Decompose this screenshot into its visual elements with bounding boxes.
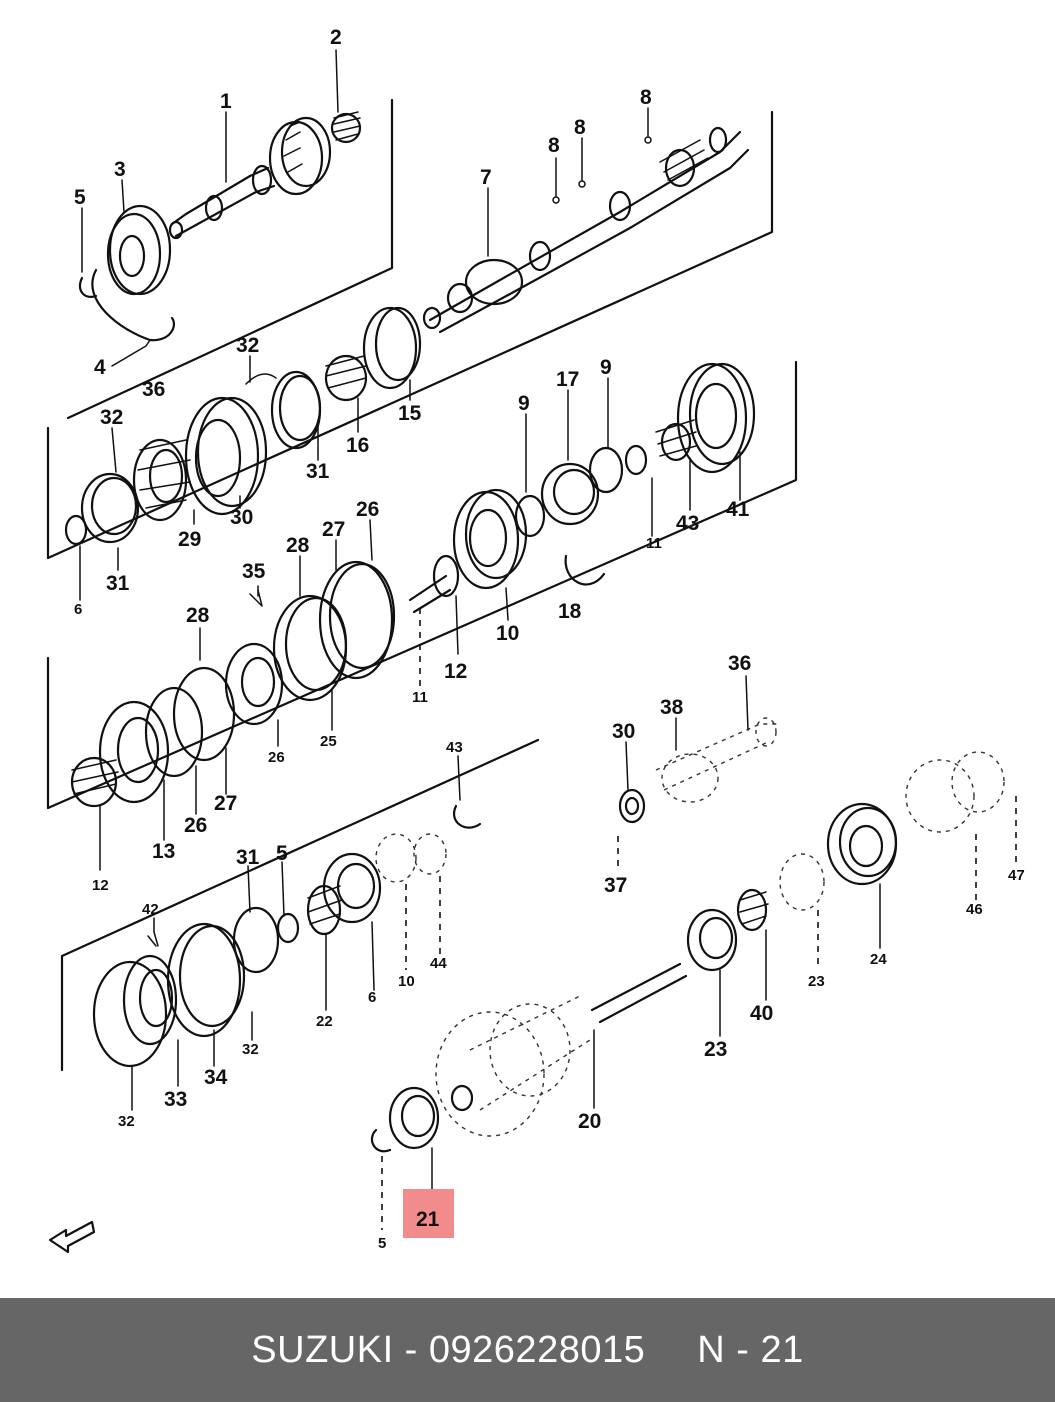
callout-label: 5 [378, 1235, 386, 1252]
output-shaft-group [370, 751, 1005, 1153]
callout-label: 17 [556, 368, 579, 391]
callout-label: 27 [322, 518, 345, 541]
callout-label: 29 [178, 528, 201, 551]
callout-label: 9 [600, 356, 612, 379]
leader-lines [79, 49, 1017, 1230]
callout-label: 10 [496, 622, 519, 645]
callout-label: 5 [74, 186, 86, 209]
callout-label: 7 [480, 166, 492, 189]
callout-label: 6 [368, 989, 376, 1006]
callout-label: 46 [966, 901, 983, 918]
callout-label: 8 [640, 86, 652, 109]
callout-label: 34 [204, 1066, 228, 1089]
callout-label: 26 [184, 814, 207, 837]
callout-label: 9 [518, 392, 530, 415]
callout-label: 32 [236, 334, 259, 357]
callout-label: 23 [808, 973, 825, 990]
callout-label: 12 [444, 660, 467, 683]
callout-label: 36 [728, 652, 751, 675]
part-number-label: SUZUKI - 0926228015 [251, 1328, 646, 1371]
synchro-1-2-group [70, 560, 396, 808]
shift-shaft-group [617, 717, 780, 866]
callout-label: 30 [230, 506, 253, 529]
callout-label: 25 [320, 733, 337, 750]
callout-label: 31 [306, 460, 330, 483]
callout-label: 36 [142, 378, 165, 401]
panel-frames [46, 98, 798, 1072]
callout-label: 22 [316, 1013, 333, 1030]
callout-label: 42 [142, 901, 159, 918]
callout-label: 32 [100, 406, 123, 429]
synchro-3-4-group [64, 306, 422, 546]
callout-label: 31 [106, 572, 130, 595]
callout-label: 35 [242, 560, 266, 583]
input-shaft-group [78, 111, 362, 342]
callout-label: 16 [346, 434, 369, 457]
callout-label: 30 [612, 720, 635, 743]
callout-label: 37 [604, 874, 627, 897]
callout-label: 13 [152, 840, 175, 863]
diagram-reference-label: N - 21 [697, 1328, 804, 1371]
callout-label: 43 [676, 512, 699, 535]
callout-label: 15 [398, 402, 422, 425]
callout-label: 38 [660, 696, 684, 719]
callout-labels: 2 1 3 5 4 7 8 8 8 32 36 32 16 15 31 29 3… [74, 26, 1025, 1252]
callout-label: 44 [430, 955, 447, 972]
callout-label: 1 [220, 90, 232, 113]
callout-label: 32 [242, 1041, 259, 1058]
callout-label: 8 [574, 116, 586, 139]
callout-label: 5 [276, 842, 288, 865]
callout-label: 28 [186, 604, 210, 627]
callout-label: 31 [236, 846, 260, 869]
footer-bar: SUZUKI - 0926228015 N - 21 [0, 1298, 1055, 1402]
callout-label: 12 [92, 877, 109, 894]
callout-label: 26 [356, 498, 379, 521]
callout-label: 11 [646, 535, 662, 552]
callout-label: 43 [446, 739, 463, 756]
counter-gear-group [408, 362, 756, 614]
callout-label: 27 [214, 792, 237, 815]
callout-label: 4 [94, 356, 106, 379]
callout-label: 10 [398, 973, 415, 990]
callout-label: 28 [286, 534, 310, 557]
reverse-gear-group [92, 804, 482, 1068]
callout-label: 23 [704, 1038, 727, 1061]
callout-label: 26 [268, 749, 285, 766]
callout-label: 18 [558, 600, 582, 623]
diagram-drawing: 2 1 3 5 4 7 8 8 8 32 36 32 16 15 31 29 3… [46, 26, 1025, 1254]
callout-label: 11 [412, 689, 428, 706]
callout-label: 32 [118, 1113, 135, 1130]
callout-label: 41 [726, 498, 750, 521]
callout-label: 6 [74, 601, 82, 618]
callout-label: 40 [750, 1002, 773, 1025]
callout-label: 33 [164, 1088, 187, 1111]
front-direction-arrow-icon [48, 1220, 96, 1254]
callout-label: 24 [870, 951, 887, 968]
callout-label: 3 [114, 158, 126, 181]
highlight-box-part-21 [403, 1189, 454, 1238]
countershaft-group [422, 107, 750, 334]
callout-label-highlighted: 21 [416, 1208, 440, 1231]
callout-label: 20 [578, 1110, 601, 1133]
callout-label: 47 [1008, 867, 1025, 884]
callout-label: 8 [548, 134, 560, 157]
exploded-parts-diagram: 2 1 3 5 4 7 8 8 8 32 36 32 16 15 31 29 3… [46, 26, 1025, 1254]
callout-label: 2 [330, 26, 342, 49]
